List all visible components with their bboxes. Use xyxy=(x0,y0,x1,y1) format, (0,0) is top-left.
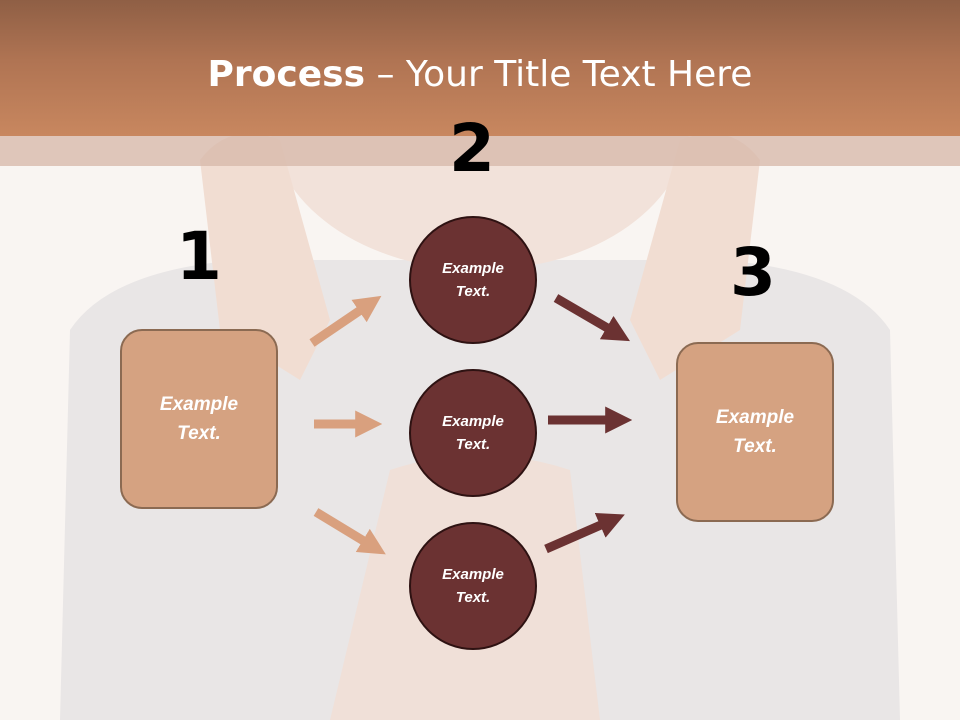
arrow-circle-top-to-3 xyxy=(553,294,630,342)
title-bar-band xyxy=(0,136,960,166)
arrow-1-to-circle-top xyxy=(309,295,382,347)
title-bold: Process xyxy=(207,54,366,95)
step-number-1: 1 xyxy=(176,218,222,295)
step-2-circle-middle: Example Text. xyxy=(409,369,537,497)
step-number-2: 2 xyxy=(449,110,495,187)
slide-title: Process – Your Title Text Here xyxy=(0,54,960,96)
circle-middle-text: Example Text. xyxy=(442,413,504,453)
step-number-3: 3 xyxy=(730,234,776,311)
step-1-text: Example Text. xyxy=(159,394,239,444)
step-2-circle-top: Example Text. xyxy=(409,216,537,344)
title-bar xyxy=(0,0,960,136)
step-3-box: Example Text. xyxy=(676,342,834,522)
step-1-box: Example Text. xyxy=(120,329,278,509)
title-rest: – Your Title Text Here xyxy=(365,54,753,95)
circle-top-text: Example Text. xyxy=(442,260,504,300)
arrow-1-to-circle-bottom xyxy=(313,508,386,555)
step-2-circle-bottom: Example Text. xyxy=(409,522,537,650)
circle-bottom-text: Example Text. xyxy=(442,566,504,606)
arrow-circle-bottom-to-3 xyxy=(544,512,625,554)
step-3-text: Example Text. xyxy=(715,407,795,457)
